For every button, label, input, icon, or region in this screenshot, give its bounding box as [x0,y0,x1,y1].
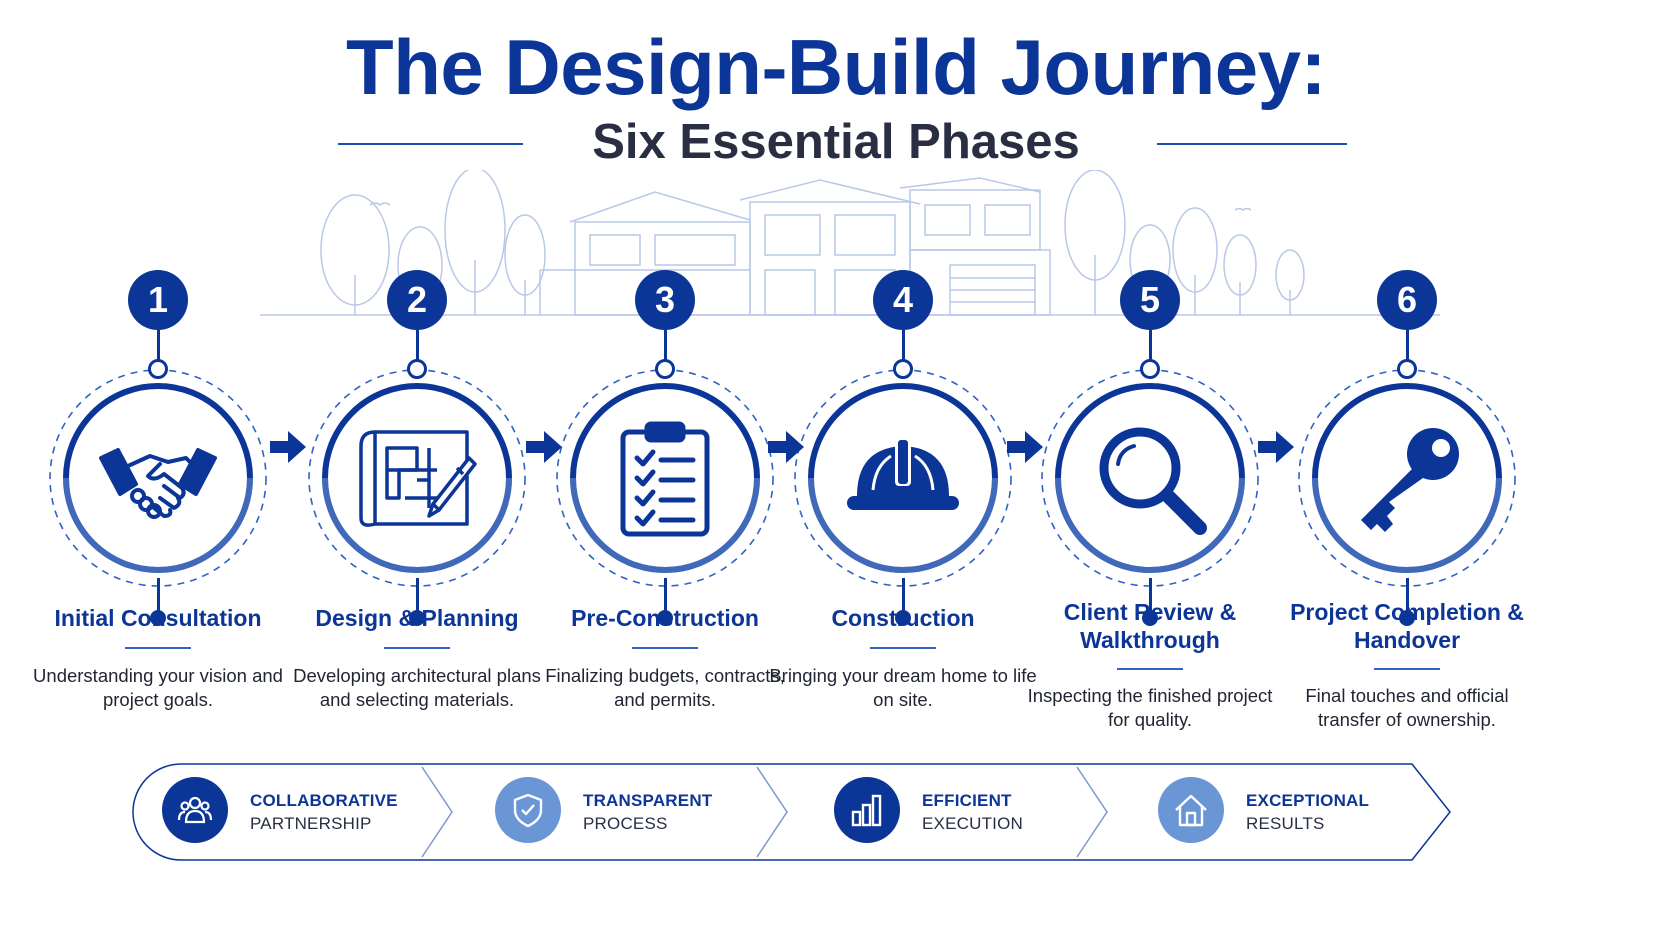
phase-3: 3 Pre-Construction Finalizing budgets, c… [520,258,810,798]
phase-number-badge: 4 [873,270,933,330]
title-underline [632,647,698,649]
phase-number-badge: 1 [128,270,188,330]
value-subheading: RESULTS [1246,814,1325,833]
phase-1: 1 Initial Consultation Understanding you… [13,258,303,798]
handshake-icon [98,418,218,538]
shield-check-icon [495,777,561,843]
hard-hat-icon [843,418,963,538]
phase-description: Finalizing budgets, contracts, and permi… [545,665,785,710]
value-subheading: PARTNERSHIP [250,814,372,833]
connector-dot [1399,610,1415,626]
connector-dot [657,610,673,626]
connector-line [416,330,419,368]
phase-title: Project Completion & Handover [1290,599,1524,653]
connector-line [664,578,667,618]
connector-line [157,330,160,368]
phase-description: Final touches and official transfer of o… [1305,685,1509,730]
house-icon [1158,777,1224,843]
people-icon [162,777,228,843]
subtitle-divider-left [338,143,523,145]
phase-description: Bringing your dream home to life on site… [769,665,1037,710]
phase-number-badge: 2 [387,270,447,330]
connector-dot [895,610,911,626]
phase-title: Pre-Construction [571,605,759,631]
connector-line [157,578,160,618]
phase-title: Construction [831,605,975,631]
magnifier-icon [1090,418,1210,538]
clipboard-checklist-icon [605,418,725,538]
right-arrow-icon [768,431,804,463]
value-subheading: EXECUTION [922,814,1023,833]
connector-node [1397,359,1417,379]
connector-line [1149,330,1152,368]
value-item: EXCEPTIONAL RESULTS [1158,777,1458,847]
phase-number-badge: 5 [1120,270,1180,330]
page-title: The Design-Build Journey: [346,23,1326,111]
value-heading: TRANSPARENT [583,791,713,810]
connector-node [407,359,427,379]
phase-description: Inspecting the finished project for qual… [1027,685,1273,730]
phase-5: 5 Client Review & Walkthrough Inspecting… [1005,258,1295,798]
page-subtitle: Six Essential Phases [592,115,1080,169]
phase-title: Client Review & Walkthrough [1063,599,1237,653]
connector-node [655,359,675,379]
blueprint-pencil-icon [357,418,477,538]
connector-line [1406,330,1409,368]
phase-6: 6 Project Completion & Handover Final to… [1262,258,1552,798]
value-heading: EXCEPTIONAL [1246,791,1370,810]
connector-node [893,359,913,379]
connector-dot [150,610,166,626]
value-item: COLLABORATIVE PARTNERSHIP [162,777,462,847]
title-underline [384,647,450,649]
title-underline [870,647,936,649]
connector-line [1149,578,1152,618]
value-item: EFFICIENT EXECUTION [834,777,1134,847]
bar-chart-icon [834,777,900,843]
value-heading: COLLABORATIVE [250,791,398,810]
value-subheading: PROCESS [583,814,668,833]
connector-line [664,330,667,368]
title-underline [125,647,191,649]
phase-number-badge: 3 [635,270,695,330]
phase-number-badge: 6 [1377,270,1437,330]
right-arrow-icon [1258,431,1294,463]
phase-title: Design & Planning [315,605,519,631]
phase-4: 4 Construction Bringing your dream home … [758,258,1048,798]
connector-dot [409,610,425,626]
right-arrow-icon [1007,431,1043,463]
connector-line [416,578,419,618]
right-arrow-icon [270,431,306,463]
connector-node [148,359,168,379]
phase-description: Developing architectural plans and selec… [293,665,541,710]
connector-line [902,330,905,368]
phase-description: Understanding your vision and project go… [33,665,283,710]
connector-node [1140,359,1160,379]
title-underline [1374,668,1440,670]
key-icon [1347,418,1467,538]
phase-title: Initial Consultation [54,605,262,631]
right-arrow-icon [526,431,562,463]
phase-2: 2 Design & Planning Developing architect… [272,258,562,798]
subtitle-divider-right [1157,143,1347,145]
title-underline [1117,668,1183,670]
connector-line [1406,578,1409,618]
value-banner [132,763,1451,861]
value-heading: EFFICIENT [922,791,1012,810]
connector-dot [1142,610,1158,626]
connector-line [902,578,905,618]
value-item: TRANSPARENT PROCESS [495,777,795,847]
